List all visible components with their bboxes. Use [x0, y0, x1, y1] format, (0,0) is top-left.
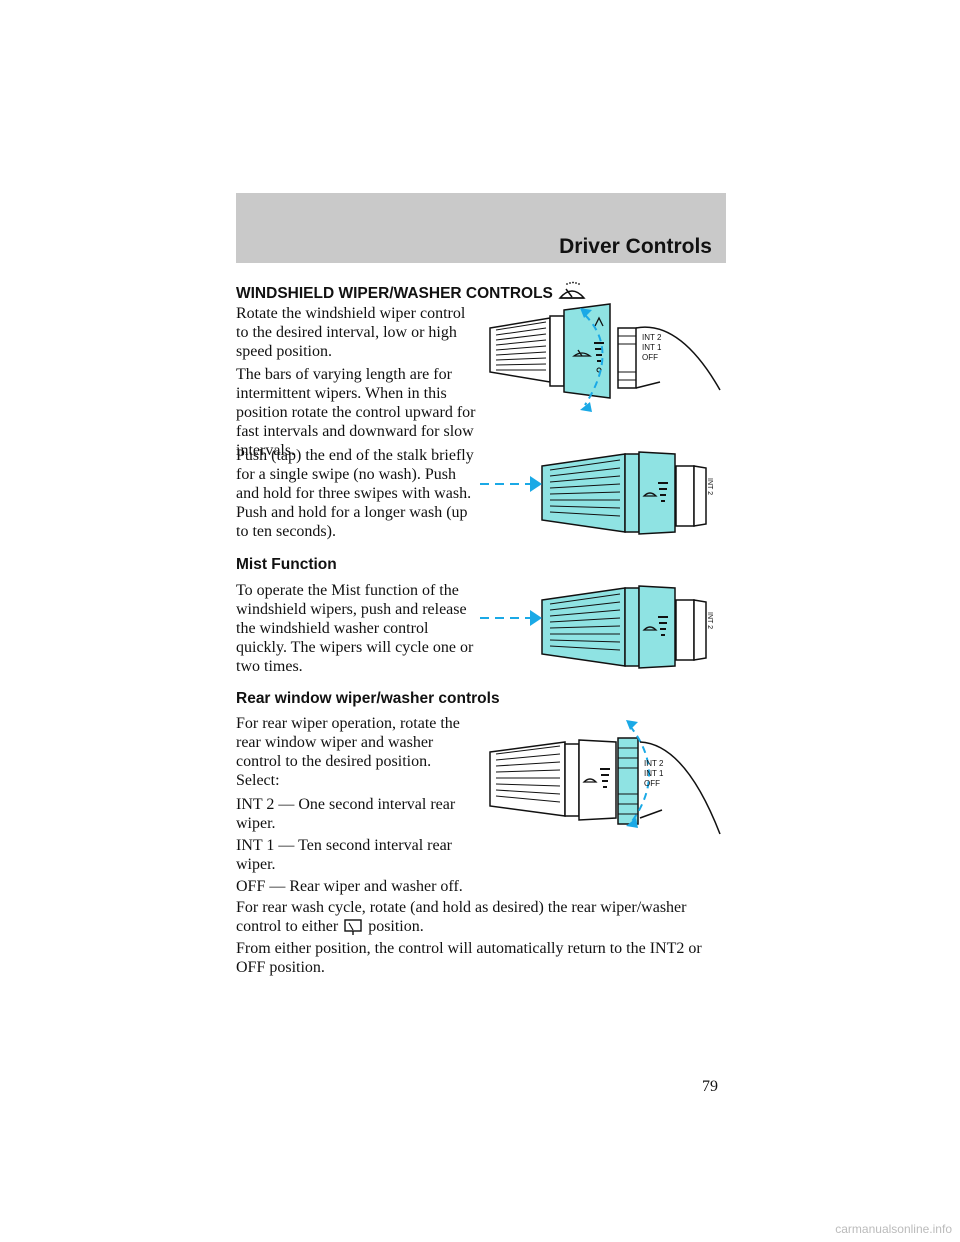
- wiper-paragraph-1: Rotate the windshield wiper control to t…: [236, 305, 466, 360]
- wiper-controls-heading: WINDSHIELD WIPER/WASHER CONTROLS: [236, 280, 587, 303]
- wiper-stalk-push-illustration: INT 2: [480, 451, 713, 535]
- wiper-paragraph-3: Push (tap) the end of the stalk briefly …: [236, 447, 474, 540]
- wiper-paragraph-2: The bars of varying length are for inter…: [236, 366, 476, 459]
- rear-wash-text-end: position.: [368, 918, 424, 935]
- mist-push-illustration: INT 2: [480, 585, 713, 669]
- rear-washer-icon: [344, 919, 362, 935]
- rear-wash-paragraph: For rear wash cycle, rotate (and hold as…: [236, 898, 726, 936]
- stalk-label-off: OFF: [642, 353, 658, 362]
- mist-paragraph: To operate the Mist function of the wind…: [236, 582, 474, 675]
- rear-wiper-rotate-illustration: INT 2 INT 1 OFF: [489, 720, 721, 835]
- windshield-wiper-icon: [558, 281, 586, 299]
- rear-paragraph-1: For rear wiper operation, rotate the rea…: [236, 715, 460, 789]
- rear-int2-description: INT 2 — One second interval rear wiper.: [236, 796, 456, 832]
- stalk-label-int1: INT 1: [644, 769, 664, 778]
- wiper-stalk-rotate-illustration: INT 2 INT 1 OFF: [489, 303, 721, 412]
- stalk-label-int1: INT 1: [642, 343, 662, 352]
- stalk-label-off: OFF: [644, 779, 660, 788]
- section-header-band: Driver Controls: [236, 193, 726, 263]
- section-title: Driver Controls: [559, 235, 712, 258]
- mist-function-heading: Mist Function: [236, 556, 337, 573]
- wiper-heading-text: WINDSHIELD WIPER/WASHER CONTROLS: [236, 285, 553, 302]
- watermark: carmanualsonline.info: [835, 1222, 952, 1236]
- page-number: 79: [702, 1078, 718, 1095]
- stalk-label-int2: INT 2: [706, 612, 713, 629]
- rear-int1-description: INT 1 — Ten second interval rear wiper.: [236, 837, 452, 873]
- rear-wiper-heading: Rear window wiper/washer controls: [236, 690, 500, 707]
- stalk-label-int2: INT 2: [642, 333, 662, 342]
- rear-wash-text: For rear wash cycle, rotate (and hold as…: [236, 899, 687, 935]
- stalk-label-int2: INT 2: [706, 478, 713, 495]
- rear-off-description: OFF — Rear wiper and washer off.: [236, 878, 463, 895]
- stalk-label-int2: INT 2: [644, 759, 664, 768]
- rear-return-paragraph: From either position, the control will a…: [236, 940, 702, 976]
